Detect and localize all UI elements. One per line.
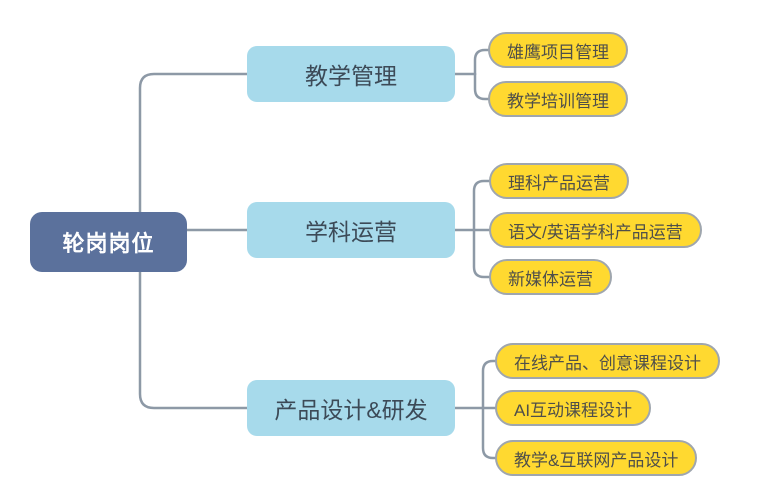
leaf-teaching-training-management[interactable]: 教学培训管理 [488,81,628,117]
connector-root-branch3 [138,270,249,410]
branch-subject-operations[interactable]: 学科运营 [247,202,455,258]
branch-teaching-management[interactable]: 教学管理 [247,46,455,102]
connector-branch3-leaf1 [481,359,497,410]
connector-branch1-leaf2 [473,72,490,101]
leaf-online-product-creative-course-design[interactable]: 在线产品、创意课程设计 [495,343,720,379]
leaf-ai-interactive-course-design[interactable]: AI互动课程设计 [495,390,652,426]
connector-branch3-leaf3 [481,406,497,460]
leaf-teaching-internet-product-design[interactable]: 教学&互联网产品设计 [495,440,698,476]
branch-product-design-rd[interactable]: 产品设计&研发 [247,380,455,436]
root-node-rotation-positions[interactable]: 轮岗岗位 [30,212,187,272]
leaf-science-product-operations[interactable]: 理科产品运营 [489,163,629,199]
leaf-chinese-english-product-operations[interactable]: 语文/英语学科产品运营 [489,212,702,248]
leaf-new-media-operations[interactable]: 新媒体运营 [489,259,612,295]
leaf-eagle-project-management[interactable]: 雄鹰项目管理 [488,32,628,68]
connector-branch1-leaf1 [473,48,490,76]
connector-branch2-leaf1 [472,179,491,232]
connector-root-branch1 [138,72,249,214]
connector-branch2-leaf3 [472,228,491,279]
